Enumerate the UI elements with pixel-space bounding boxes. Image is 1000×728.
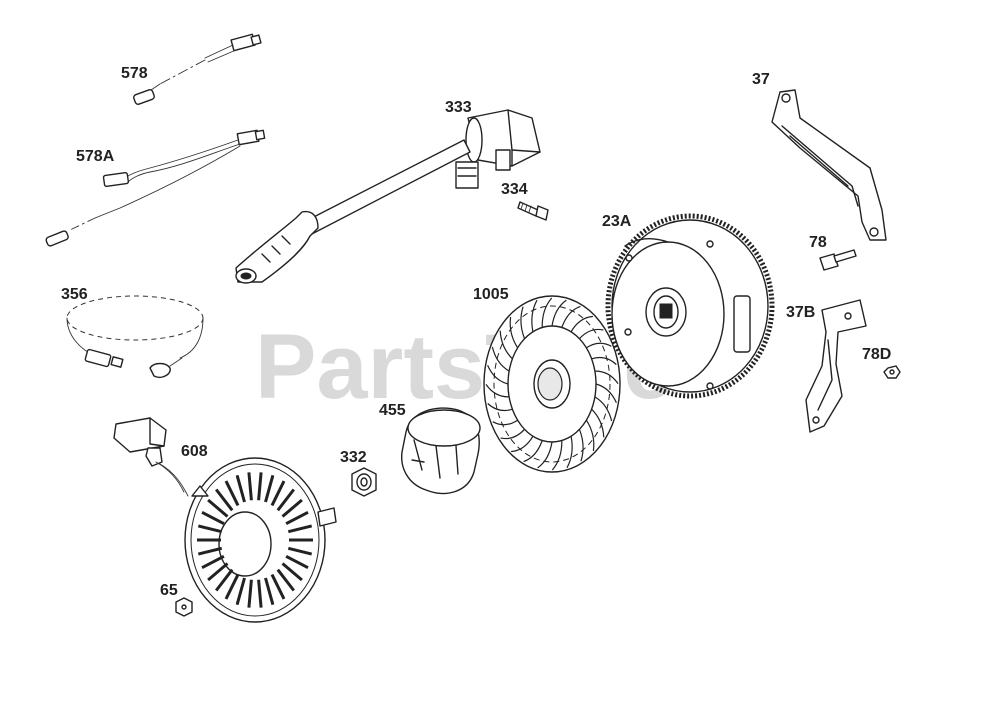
label-608[interactable]: 608	[181, 443, 208, 460]
recoil-slot	[207, 562, 229, 582]
recoil-slot	[197, 546, 223, 556]
recoil-slot	[207, 498, 229, 518]
label-332[interactable]: 332	[340, 449, 367, 466]
fan-blade	[594, 396, 613, 422]
recoil-slot	[224, 573, 240, 600]
fan-blade	[585, 419, 595, 452]
fan-blade	[520, 306, 526, 339]
recoil-slot	[287, 546, 313, 556]
fan-blade	[551, 299, 567, 327]
recoil-slot	[224, 480, 240, 507]
fan-blade	[511, 435, 534, 453]
recoil-slot	[247, 472, 253, 501]
fan-blade	[566, 436, 573, 469]
fan-blade	[487, 364, 509, 385]
recoil-slot	[270, 480, 286, 507]
part-455-cup[interactable]	[401, 407, 481, 495]
recoil-slot	[247, 579, 253, 608]
recoil-slot	[257, 472, 263, 501]
label-578[interactable]: 578	[121, 65, 148, 82]
recoil-slot	[285, 510, 309, 526]
recoil-slot	[276, 568, 295, 592]
part-65-nut[interactable]	[175, 597, 193, 617]
fan-blade	[487, 403, 513, 412]
label-78[interactable]: 78	[809, 234, 827, 251]
part-23a-flywheel[interactable]	[605, 213, 775, 399]
recoil-slot	[215, 568, 234, 592]
recoil-slot	[281, 498, 303, 518]
part-578a-wire[interactable]	[45, 129, 266, 247]
fan-blade	[485, 384, 510, 398]
recoil-slot	[235, 577, 246, 606]
part-333-ignition-coil[interactable]	[235, 109, 541, 284]
label-333[interactable]: 333	[445, 99, 472, 116]
part-37-bracket[interactable]	[771, 89, 887, 241]
fan-blade	[492, 419, 518, 426]
fan-blade	[561, 305, 581, 328]
fan-blade	[591, 408, 605, 438]
fan-blade	[531, 299, 538, 332]
fan-blade	[541, 297, 553, 328]
fan-blade	[491, 346, 510, 372]
recoil-slot	[264, 577, 275, 606]
label-455[interactable]: 455	[379, 402, 406, 419]
part-334-screw[interactable]	[517, 201, 549, 221]
part-78-screw[interactable]	[819, 249, 857, 271]
fan-blade	[509, 316, 519, 349]
fan-blade	[570, 315, 593, 333]
fan-blade	[591, 356, 617, 365]
part-356-ground-wire[interactable]	[66, 295, 204, 378]
part-1005-fan[interactable]	[483, 295, 621, 473]
label-1005[interactable]: 1005	[473, 286, 509, 303]
fan-blade	[500, 428, 526, 440]
part-578-wire[interactable]	[133, 33, 262, 105]
recoil-slot	[281, 562, 303, 582]
recoil-slot	[287, 524, 313, 534]
fan-blade	[499, 330, 513, 360]
fan-blade	[523, 440, 543, 463]
fan-blade	[595, 383, 617, 404]
part-332-nut[interactable]	[351, 467, 377, 497]
part-608-recoil-starter[interactable]	[113, 417, 337, 623]
label-78d[interactable]: 78D	[862, 346, 891, 363]
recoil-slot	[215, 488, 234, 512]
recoil-slot	[201, 554, 225, 570]
part-78d-nut[interactable]	[883, 365, 901, 379]
label-23a[interactable]: 23A	[602, 213, 632, 230]
label-334[interactable]: 334	[501, 181, 528, 198]
label-356[interactable]: 356	[61, 286, 88, 303]
recoil-slot	[264, 474, 275, 503]
recoil-slot	[276, 488, 295, 512]
fan-blade	[578, 328, 604, 340]
label-65[interactable]: 65	[160, 582, 178, 599]
fan-blade	[586, 342, 612, 349]
recoil-slot	[197, 524, 223, 534]
recoil-slot	[201, 510, 225, 526]
recoil-slot	[285, 554, 309, 570]
fan-blade	[594, 370, 619, 384]
part-37b-bracket[interactable]	[805, 299, 867, 433]
label-578a[interactable]: 578A	[76, 148, 115, 165]
fan-blade	[551, 440, 563, 471]
recoil-slot	[257, 579, 263, 608]
recoil-slot	[235, 474, 246, 503]
label-37[interactable]: 37	[752, 71, 770, 88]
label-37b[interactable]: 37B	[786, 304, 815, 321]
fan-blade	[578, 429, 584, 462]
fan-blade	[537, 441, 553, 469]
recoil-slot	[270, 573, 286, 600]
